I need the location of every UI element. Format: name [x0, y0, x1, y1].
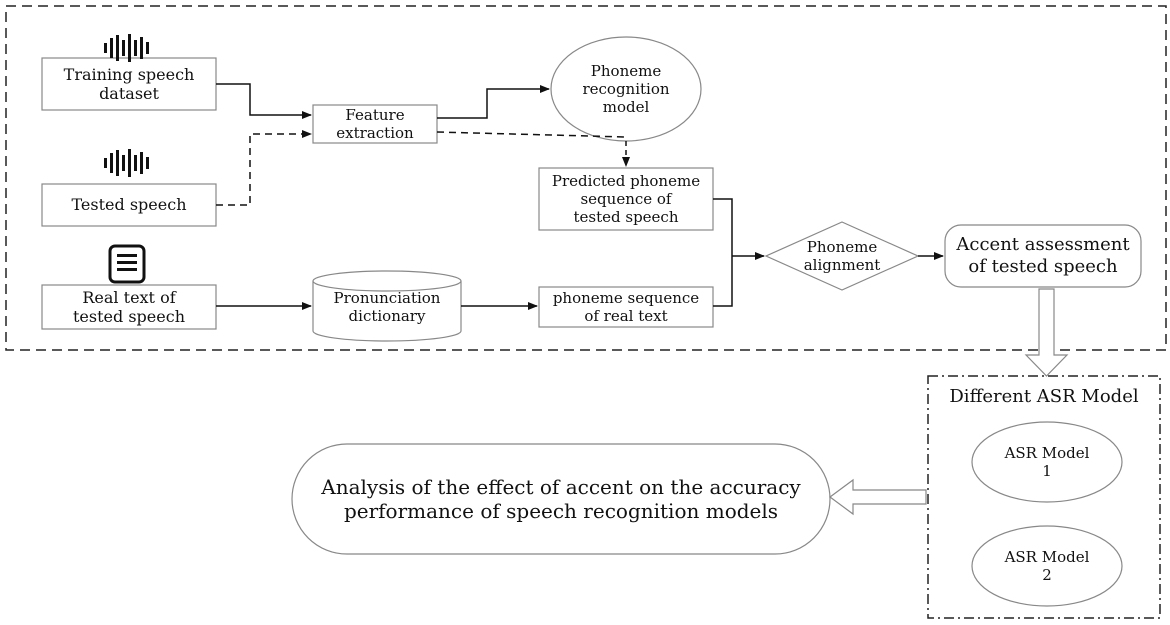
arrow-feature-to-phoneme-model: [437, 85, 550, 119]
asr-model-2-label: ASR Model 2: [1004, 548, 1090, 584]
training-speech-label: Training speech dataset: [63, 64, 195, 103]
hollow-arrow-assessment-to-asr: [1024, 288, 1069, 377]
dashed-arrow-tested-to-feature: [216, 130, 312, 206]
phoneme-alignment-label: Phoneme alignment: [803, 238, 881, 274]
dashed-line-feature-to-model-output: [436, 131, 627, 138]
training-speech-box: [41, 57, 217, 111]
accent-assessment-label: Accent assessment of tested speech: [956, 234, 1130, 277]
analysis-label: Analysis of the effect of accent on the …: [321, 475, 801, 523]
phoneme-recognition-label: Phoneme recognition model: [582, 62, 670, 116]
asr-model-group-frame: [927, 375, 1161, 619]
predicted-sequence-box: [538, 167, 714, 231]
predicted-sequence-label: Predicted phoneme sequence of tested spe…: [551, 172, 701, 226]
analysis-box: [291, 443, 831, 555]
pronunciation-dictionary-cylinder: [312, 270, 462, 342]
arrow-training-to-feature: [216, 83, 312, 119]
real-text-label: Real text of tested speech: [73, 287, 185, 326]
audio-wave-icon: [104, 34, 149, 62]
feature-extraction-label: Feature extraction: [336, 106, 414, 142]
pronunciation-dictionary-label: Pronunciation dictionary: [333, 289, 441, 325]
main-process-frame: [5, 5, 1167, 351]
accent-assessment-box: [944, 224, 1142, 288]
hollow-arrow-asr-to-analysis: [828, 478, 927, 516]
asr-model-1-ellipse: [971, 421, 1123, 503]
real-phoneme-sequence-box: [538, 286, 714, 328]
real-text-box: [41, 284, 217, 330]
document-icon: [108, 244, 146, 284]
real-phoneme-sequence-label: phoneme sequence of real text: [552, 289, 700, 325]
feature-extraction-box: [312, 104, 438, 144]
tested-speech-label: Tested speech: [71, 195, 187, 215]
connector-predicted-to-merge: [713, 198, 733, 307]
asr-group-title: Different ASR Model: [949, 386, 1139, 408]
asr-model-2-ellipse: [971, 525, 1123, 607]
asr-model-1-label: ASR Model 1: [1004, 444, 1090, 480]
audio-wave-icon: [104, 149, 149, 177]
phoneme-alignment-diamond: [764, 221, 920, 291]
